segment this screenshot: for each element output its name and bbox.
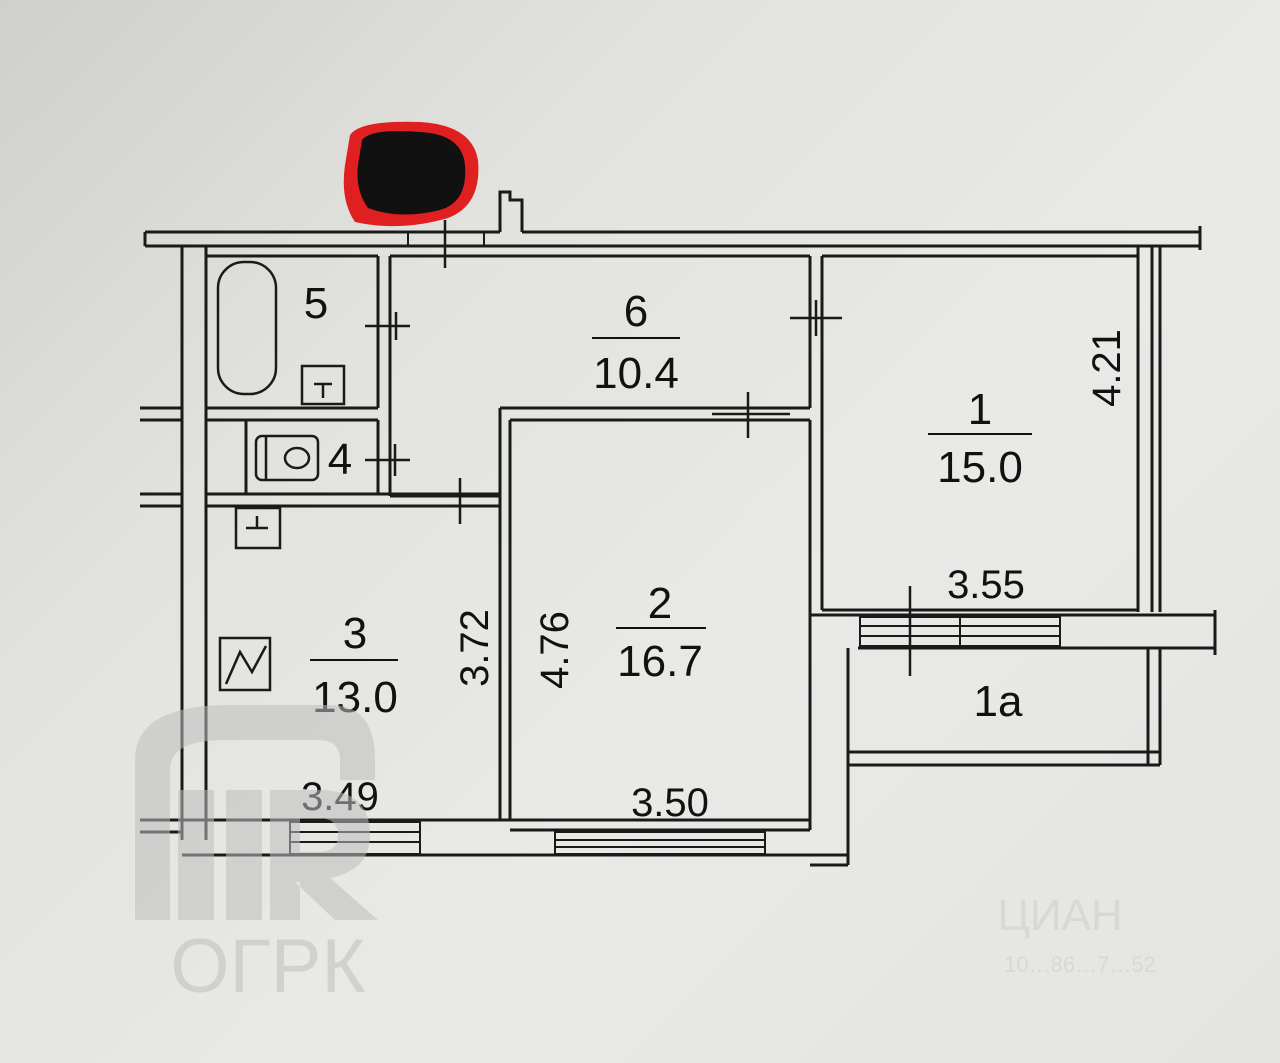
dimension-labels: 3.55 4.21 3.50 4.76 3.49 3.72 [301, 329, 1129, 825]
watermark-logo-text: ОГРК [170, 924, 365, 1009]
door-marks [365, 220, 912, 676]
room-1-width: 3.55 [947, 563, 1025, 607]
room-2-width: 3.50 [631, 781, 709, 825]
cian-watermark-id: 10…86…7…52 [1004, 952, 1156, 977]
room-3-height: 3.72 [453, 609, 497, 687]
stove-icon [218, 636, 272, 692]
room-2-height: 4.76 [533, 611, 577, 689]
toilet-icon [254, 434, 320, 482]
room-6-area: 10.4 [593, 349, 679, 398]
ogrk-watermark-logo: ОГРК [135, 705, 378, 1009]
room-1-area: 15.0 [937, 443, 1023, 492]
room-5-number: 5 [304, 279, 328, 328]
redaction-mark [343, 121, 479, 227]
bathtub-icon [216, 260, 278, 396]
kitchen-sink-icon [234, 506, 282, 550]
sink-icon [300, 364, 346, 406]
balcony-number: 1a [974, 677, 1023, 726]
walls [140, 190, 1217, 867]
room-2-area: 16.7 [617, 637, 703, 686]
room-6-number: 6 [624, 287, 648, 336]
room-3-number: 3 [343, 609, 367, 658]
cian-watermark: ЦИАН 10…86…7…52 [997, 891, 1155, 977]
room-1-height: 4.21 [1085, 329, 1129, 407]
cian-watermark-text: ЦИАН [997, 891, 1122, 940]
room-1-number: 1 [968, 385, 992, 434]
room-4-number: 4 [328, 435, 352, 484]
room-2-number: 2 [648, 579, 672, 628]
room-labels: 5 4 6 10.4 1 15.0 2 16.7 3 13.0 1a [304, 279, 1032, 726]
